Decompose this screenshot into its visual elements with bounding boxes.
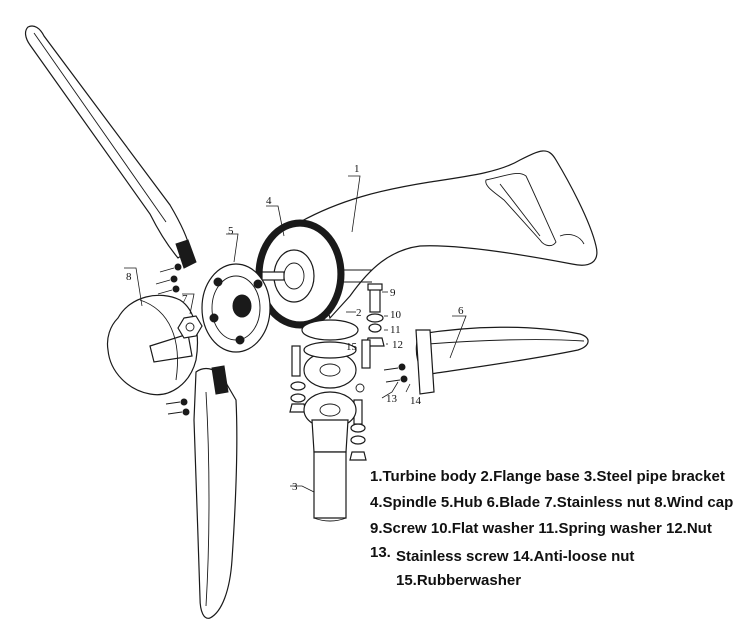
callout-5: 5	[228, 225, 234, 237]
legend-line-2: 4.Spindle 5.Hub 6.Blade 7.Stainless nut …	[370, 494, 734, 511]
legend-line-1: 1.Turbine body 2.Flange base 3.Steel pip…	[370, 468, 725, 485]
callout-15: 15	[346, 341, 358, 353]
legend-line-5: 15.Rubberwasher	[396, 572, 522, 589]
callout-2: 2	[356, 307, 362, 319]
spindle-gear	[255, 219, 372, 329]
screw-stack	[365, 283, 385, 347]
legend-line-3: 9.Screw 10.Flat washer 11.Spring washer …	[370, 520, 712, 537]
blade-right	[415, 326, 589, 395]
blade-lower	[193, 365, 238, 619]
legend-line-4-number: 13.	[370, 544, 391, 561]
callout-1: 1	[354, 163, 360, 175]
turbine-body	[299, 150, 598, 320]
callout-14: 14	[410, 395, 422, 407]
small-screws-bottom	[165, 398, 190, 416]
wind-cap	[106, 294, 199, 396]
small-screws-top	[155, 263, 182, 295]
steel-pipe-bracket	[303, 391, 357, 522]
legend-line-4: Stainless screw 14.Anti-loose nut	[396, 548, 635, 565]
callout-7: 7	[182, 293, 188, 305]
callout-3: 3	[292, 481, 298, 493]
stainless-nut	[177, 315, 203, 339]
callout-4: 4	[266, 195, 272, 207]
callout-6: 6	[458, 305, 464, 317]
hub	[201, 263, 271, 353]
blade-upper-left	[24, 25, 197, 269]
callout-11: 11	[390, 324, 401, 336]
rubber-washer	[303, 341, 357, 359]
callout-12: 12	[392, 339, 403, 351]
callout-9: 9	[390, 287, 396, 299]
callout-13: 13	[386, 393, 398, 405]
callout-10: 10	[390, 309, 402, 321]
pipe-fasteners	[289, 381, 367, 461]
flange-base	[291, 319, 371, 389]
small-screws-right	[355, 363, 408, 393]
leader-lines	[124, 175, 467, 493]
callout-8: 8	[126, 271, 132, 283]
